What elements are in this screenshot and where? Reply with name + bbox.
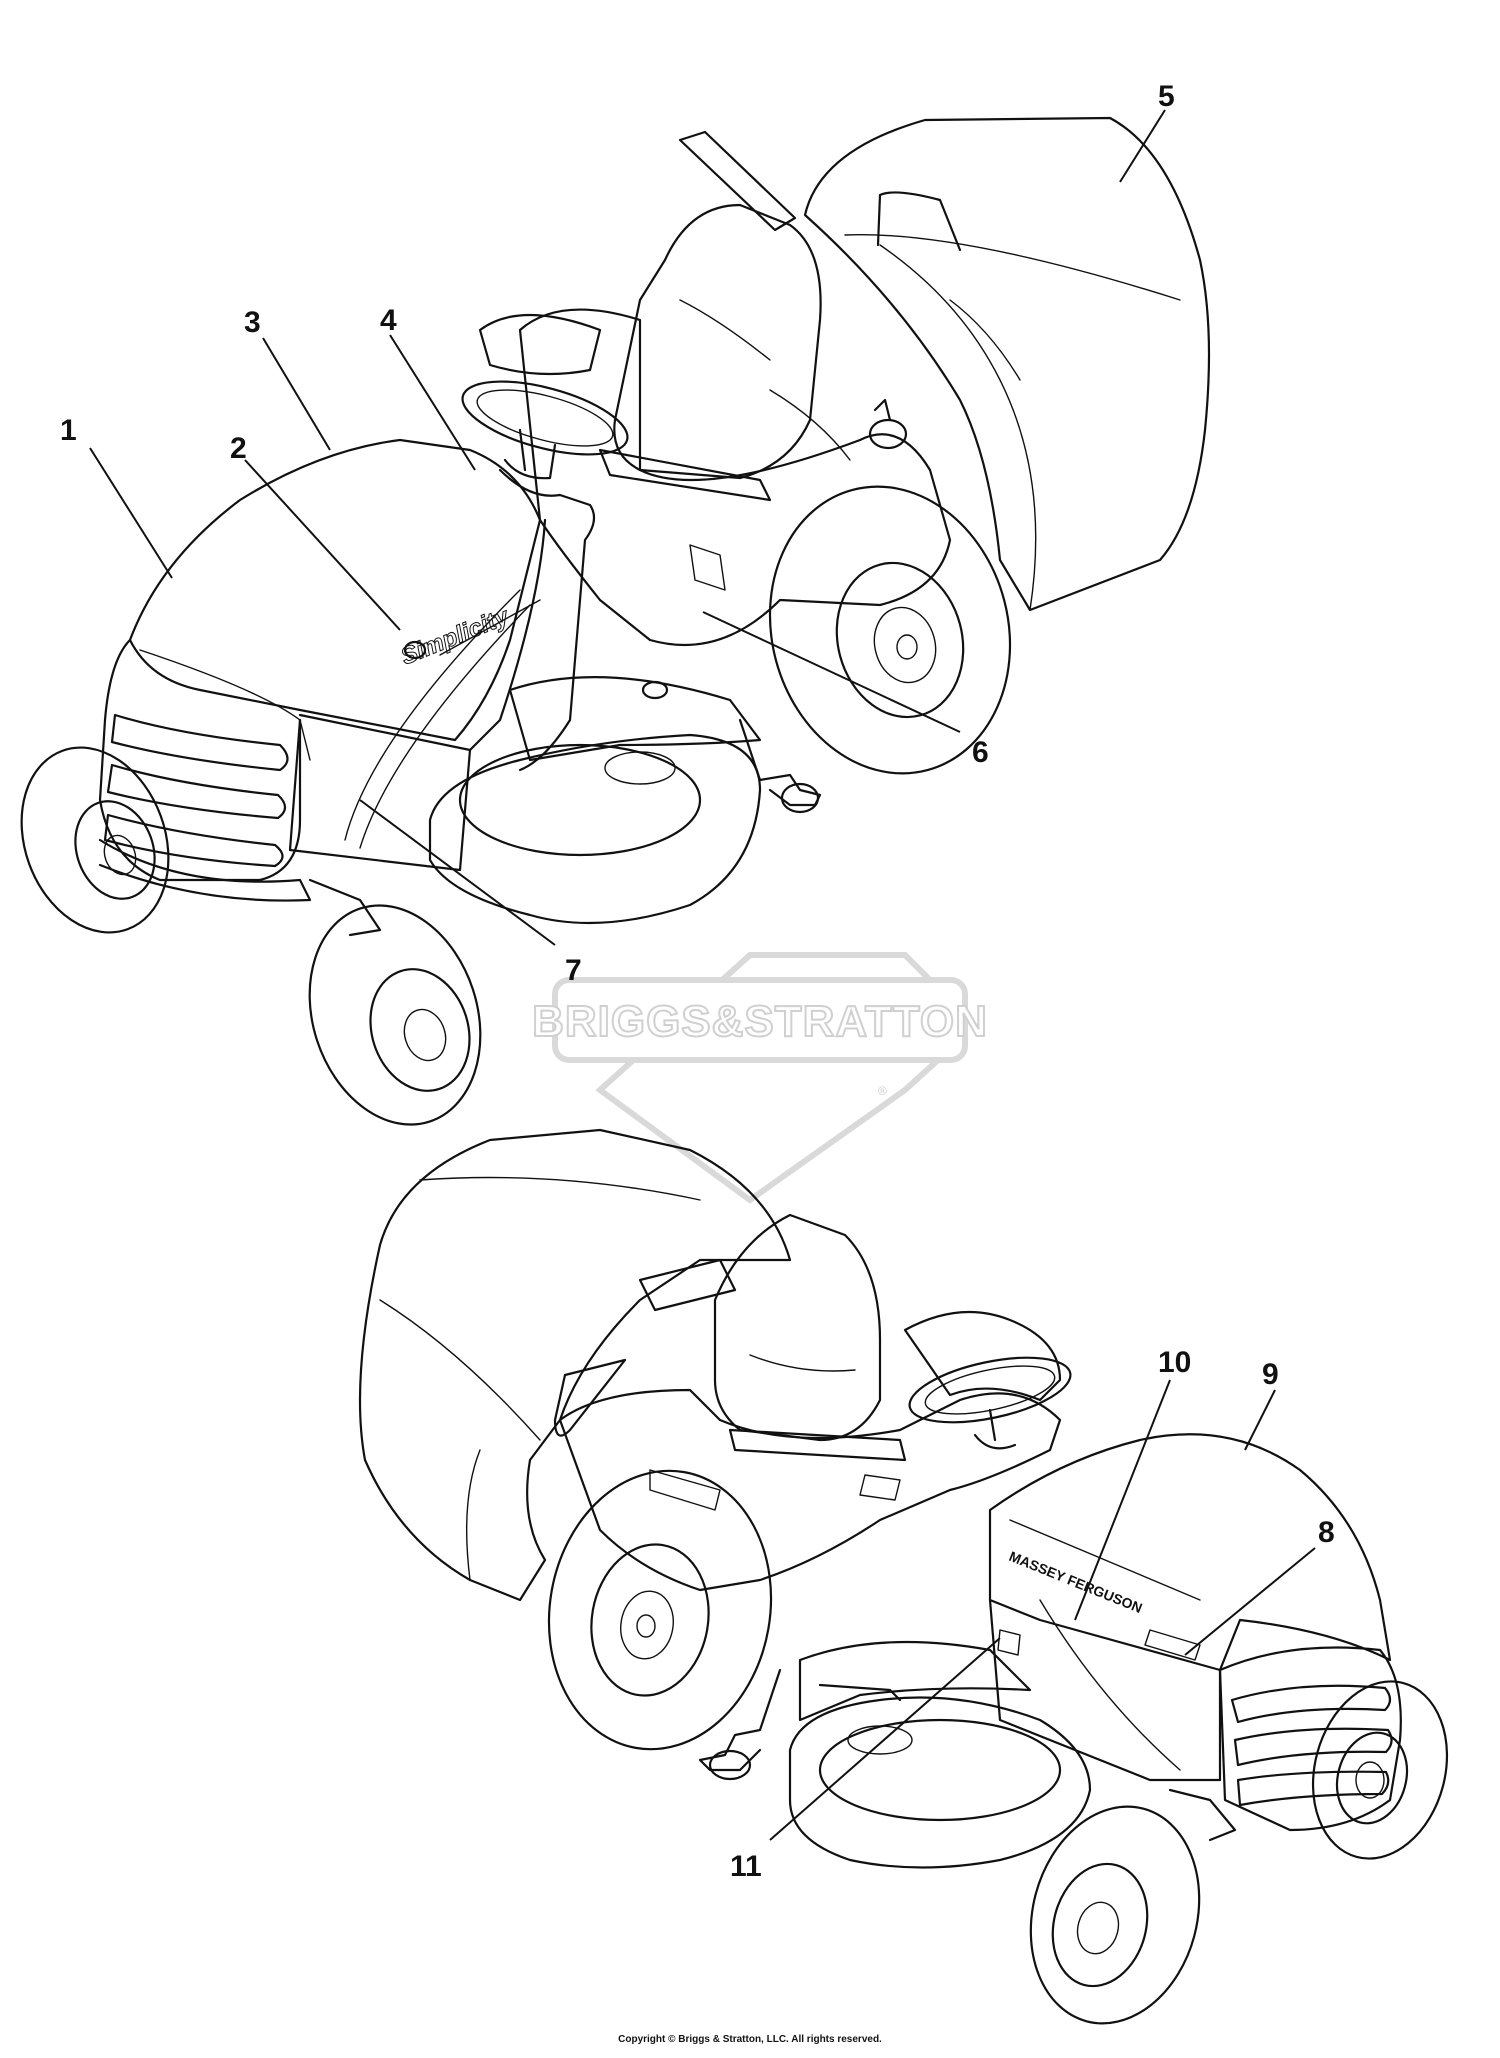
front-wheel-2-right [1311,1680,1449,1860]
leader-3 [262,337,331,451]
leader-1 [89,447,173,579]
rear-wheel-2 [547,1469,773,1751]
callout-11: 11 [730,1850,762,1883]
steering-rear [908,1356,1072,1450]
leader-2 [244,459,401,631]
front-wheel-right [308,878,482,1126]
callout-6: 6 [972,736,989,769]
bag-lever-rear [553,1358,627,1437]
watermark-banner [552,977,968,1063]
seat [598,203,822,502]
leader-7 [359,799,556,946]
grass-bag [803,116,1211,612]
bag-lever [678,130,797,232]
callout-9: 9 [1262,1358,1279,1391]
hood: Simplicity [128,438,547,872]
callout-8: 8 [1318,1516,1335,1549]
front-wheel-2-left [1029,1788,1237,2025]
callout-7: 7 [565,954,582,987]
leader-4 [389,334,476,471]
leader-5 [1119,109,1166,183]
rear-body-2 [558,1310,1062,1592]
copyright-notice: Copyright © Briggs & Stratton, LLC. All … [618,2034,882,2045]
seat-rear [713,1213,907,1462]
callout-5: 5 [1158,80,1175,113]
fuel-cap [868,418,908,450]
front-wheel-left [20,746,170,934]
decal-6-label [689,544,726,591]
callout-numbers: 1 2 3 4 5 6 7 8 9 10 11 [60,80,1335,1883]
leader-11 [769,1637,1001,1841]
leader-8 [1184,1547,1316,1656]
leader-6 [702,611,961,733]
callout-1: 1 [60,414,77,447]
leader-lines [89,109,1316,1841]
callout-4: 4 [380,304,397,337]
callout-2: 2 [230,432,247,465]
briggs-stratton-watermark: BRIGGS&STRATTON ® [531,952,988,1204]
leader-9 [1244,1389,1276,1451]
rear-wheel [768,485,1012,775]
watermark-registered-mark: ® [878,1084,887,1098]
hood-brand-massey-ferguson: MASSEY FERGUSON [1007,1548,1145,1616]
callout-10: 10 [1158,1346,1191,1379]
steering [461,380,629,772]
callout-3: 3 [244,306,261,339]
mower-bottom-illustration: MASSEY FERGUSON [358,1128,1449,2025]
mower-deck [428,676,822,925]
bag-handle-rear [638,1258,737,1312]
watermark-brand: BRIGGS&STRATTON [532,997,988,1046]
rear-body [478,308,952,647]
leader-10 [1074,1379,1171,1621]
steering-wheel [461,380,629,456]
hood-brand-simplicity: Simplicity [397,602,514,670]
front-grille-2 [1218,1646,1402,1832]
mower-deck-2 [698,1640,1092,1869]
front-grille [98,638,312,902]
